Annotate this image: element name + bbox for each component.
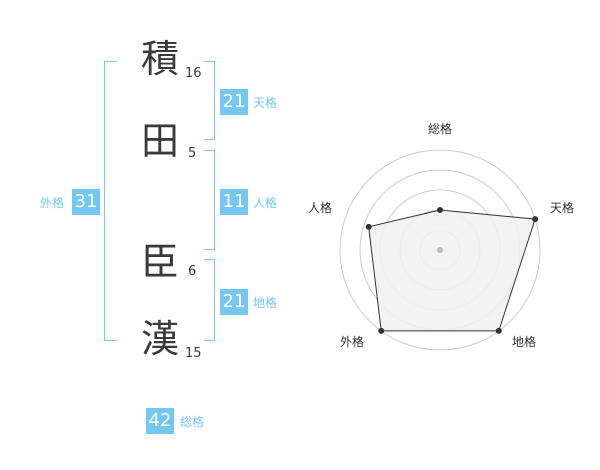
- radar-point: [495, 327, 502, 334]
- radar-polygon: [368, 209, 536, 332]
- gaikaku-bracket: [104, 61, 117, 341]
- stroke-count-2: 5: [188, 146, 197, 161]
- chikaku-bracket: [204, 259, 215, 341]
- radar-ring: [339, 149, 541, 351]
- jinkaku-bracket: [204, 150, 215, 250]
- radar-point: [365, 223, 372, 230]
- tenkaku-value: 21: [220, 89, 248, 115]
- radar-point: [532, 216, 539, 223]
- radar-center-dot: [437, 247, 443, 253]
- tenkaku-bracket: [204, 61, 215, 140]
- chikaku-label: 地格: [253, 296, 278, 310]
- soukaku-label: 総格: [180, 415, 205, 429]
- tenkaku-label: 天格: [253, 96, 278, 110]
- name-char-1: 積: [140, 37, 179, 81]
- radar-point: [437, 207, 443, 213]
- soukaku-value: 42: [146, 408, 174, 434]
- gaikaku-value: 31: [72, 189, 100, 215]
- radar-label-soukaku: 総格: [428, 121, 452, 136]
- jinkaku-value: 11: [220, 189, 248, 215]
- jinkaku-label: 人格: [253, 196, 278, 210]
- stroke-count-1: 16: [185, 66, 202, 81]
- gaikaku-label: 外格: [40, 196, 65, 210]
- stroke-count-3: 6: [188, 264, 197, 279]
- name-char-2: 田: [140, 119, 179, 163]
- stroke-count-4: 15: [185, 346, 202, 361]
- radar-dots: [365, 207, 539, 334]
- name-char-4: 漢: [140, 317, 179, 361]
- radar-label-jinkaku: 人格: [308, 200, 332, 215]
- radar-point: [378, 327, 385, 334]
- radar-label-tenkaku: 天格: [550, 200, 574, 215]
- radar-label-chikaku: 地格: [512, 334, 536, 349]
- radar-label-gaikaku: 外格: [340, 334, 364, 349]
- name-char-3: 臣: [140, 240, 179, 284]
- chikaku-value: 21: [220, 289, 248, 315]
